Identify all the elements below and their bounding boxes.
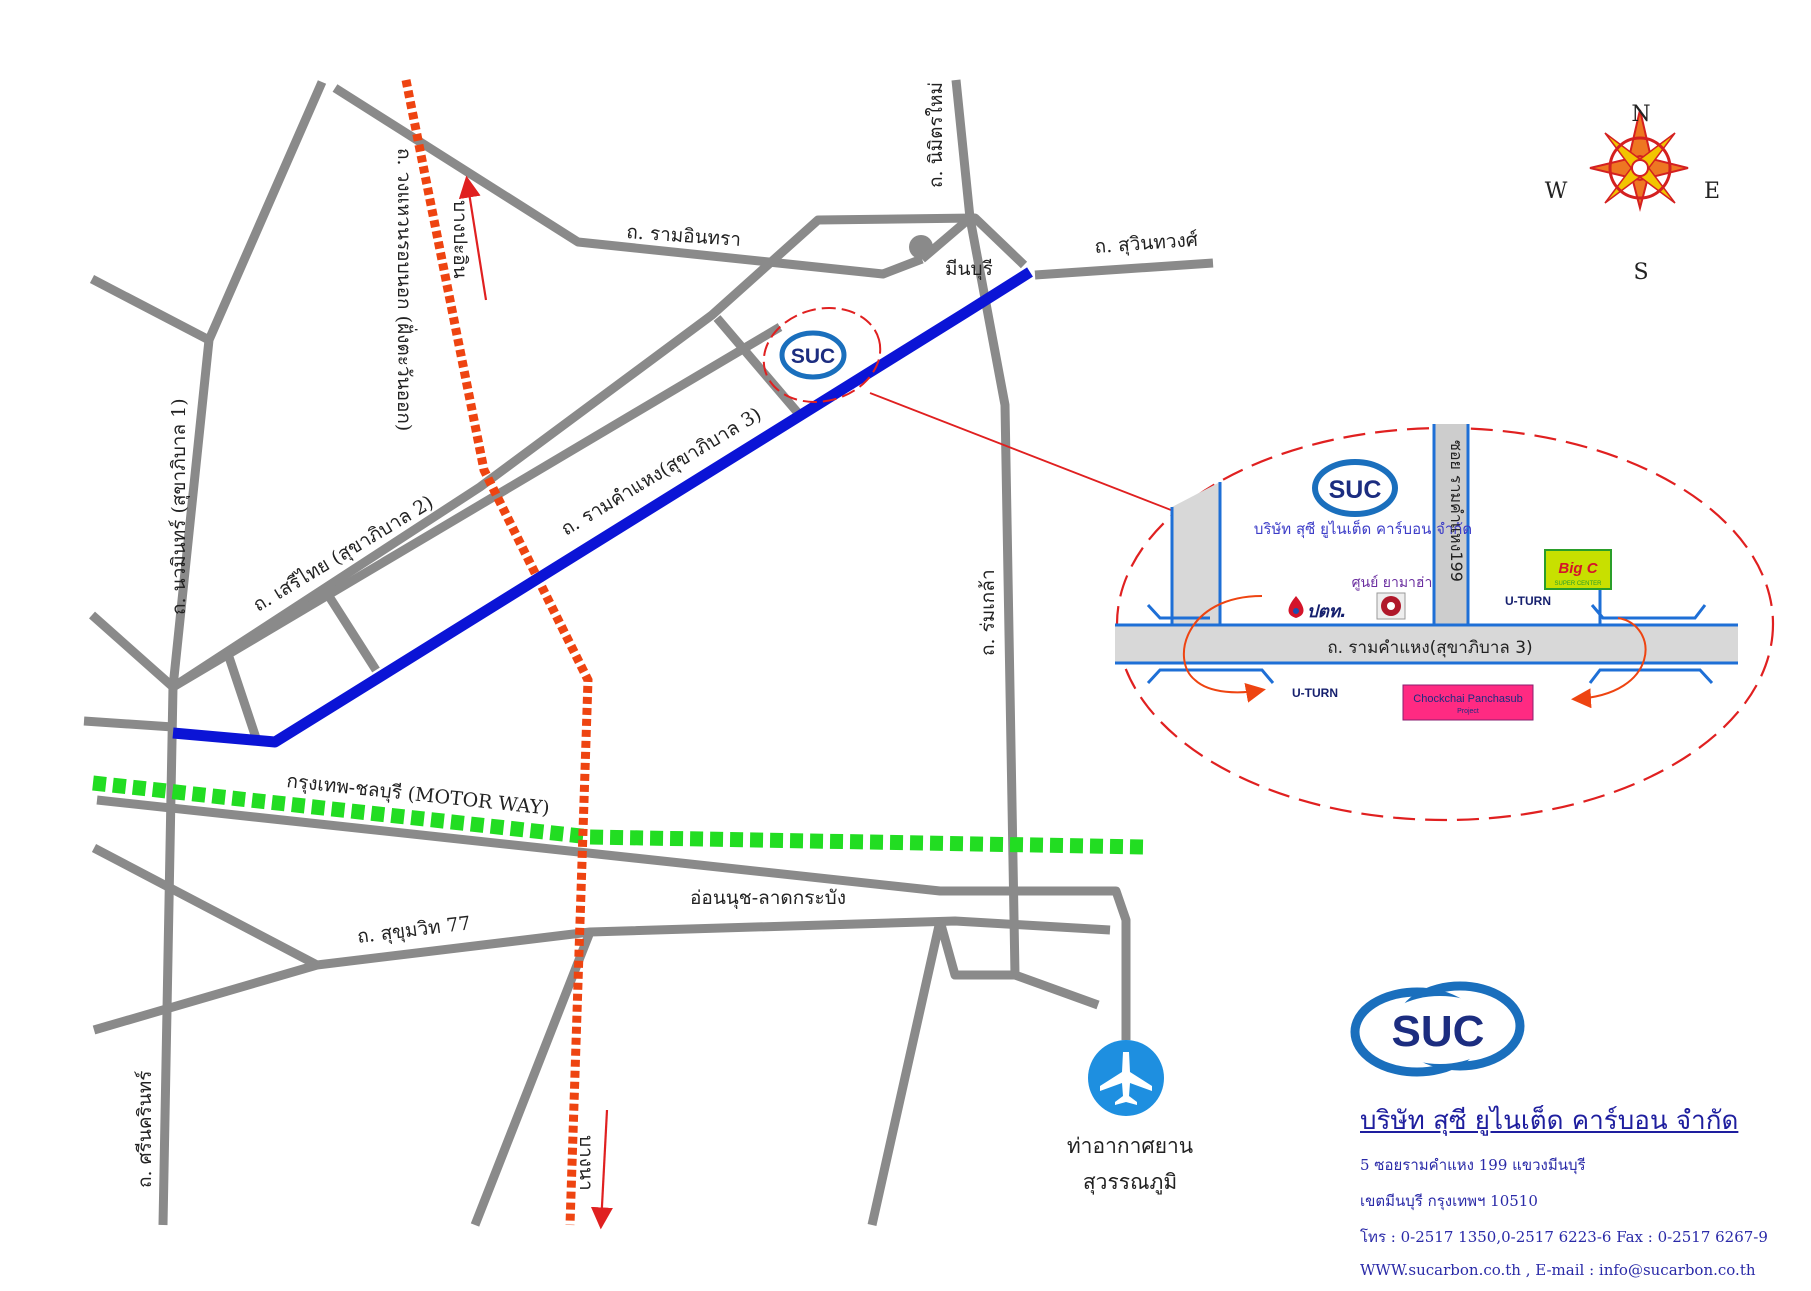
road-sukhumvit77 (91, 844, 1111, 970)
arrow-bang-pa-in (458, 175, 488, 301)
label-bang-pa-in: บางปะอิน (449, 200, 471, 279)
inset-company-label: บริษัท สุซี ยูไนเต็ด คาร์บอน จำกัด (1254, 519, 1472, 539)
label-ramkhamhaeng: ถ. รามคำแหง(สุขาภิบาล 3) (557, 403, 766, 541)
road-south-east (867, 920, 945, 1226)
ptt-station-icon (1288, 596, 1304, 618)
inset-logo: SUC (1312, 459, 1398, 517)
address-line-2: เขตมีนบุรี กรุงเทพฯ 10510 (1360, 1192, 1538, 1210)
label-sukhumvit77: ถ. สุขุมวิท 77 (356, 912, 472, 949)
road-kingkaew (935, 919, 1015, 980)
inset-road-label: ถ. รามคำแหง(สุขาภิบาล 3) (1327, 638, 1532, 658)
project-label: Chockchai Panchasub (1413, 693, 1522, 705)
airport-label-2: สุวรรณภูมิ (1083, 1170, 1177, 1195)
address-line-1: 5 ซอยรามคำแหง 199 แขวงมีนบุรี (1360, 1156, 1586, 1174)
company-logo: SUC (1350, 981, 1525, 1077)
phone-fax: โทร : 0-2517 1350,0-2517 6223-6 Fax : 0-… (1360, 1228, 1768, 1246)
compass-east: E (1704, 179, 1720, 204)
uturn-top-label: U-TURN (1505, 594, 1551, 608)
road-nawamin (158, 80, 327, 1226)
web-email[interactable]: WWW.sucarbon.co.th , E-mail : info@sucar… (1360, 1261, 1756, 1279)
ramkhamhaeng-route (172, 267, 1033, 748)
outer-ring-road (401, 79, 593, 1226)
yamaha-icon (1376, 592, 1406, 620)
road-rom-klao (965, 217, 1100, 1010)
airplane-icon (1100, 1052, 1152, 1105)
inset-main-road (1115, 625, 1738, 663)
label-bang-na: บางนา (575, 1135, 597, 1191)
inset-connector (869, 392, 1172, 511)
road-nawamin-branch (89, 275, 212, 344)
company-name: บริษัท สุซี ยูไนเต็ด คาร์บอน จำกัด (1360, 1106, 1739, 1136)
bigc-sub-label: SUPER CENTER (1554, 581, 1602, 587)
label-nimit-mai: ถ. นิมิตรใหม่ (925, 82, 947, 188)
road-network (83, 79, 1214, 1227)
inset-soi-label: ซอย รามคำแหง199 (1447, 440, 1466, 582)
label-on-nut: อ่อนนุช-ลาดกระบัง (690, 887, 846, 910)
inset-side-road (1172, 482, 1220, 625)
uturn-bottom-label: U-TURN (1292, 686, 1338, 700)
compass-north: N (1631, 102, 1650, 127)
road-on-nut (96, 795, 1131, 1040)
road-seri-thai (170, 323, 783, 691)
bigc-store: Big C SUPER CENTER (1544, 549, 1612, 590)
roundabout (909, 235, 933, 259)
label-outer-ring: ถ. วงแหวนรอบนอก (ฝั่งตะวันออก) (393, 148, 418, 431)
airport-marker[interactable] (1088, 1040, 1164, 1116)
road-connector-a (224, 655, 261, 740)
road-west-stub (83, 716, 174, 732)
road-suwinthawong (1034, 258, 1214, 280)
company-logo-text: SUC (1392, 1007, 1485, 1056)
compass-west: W (1545, 179, 1568, 204)
inset-logo-text: SUC (1329, 476, 1382, 504)
compass-south: S (1633, 260, 1648, 285)
ptt-label: ปตท. (1307, 602, 1347, 622)
road-seri-thai-branch (89, 611, 176, 691)
road-connector-c (713, 315, 802, 416)
label-suwinthawong: ถ. สุวินทวงศ์ (1094, 229, 1199, 259)
map-logo-text: SUC (791, 345, 835, 368)
compass-rose: N S E W (1545, 102, 1720, 285)
label-min-buri: มีนบุรี (945, 258, 993, 281)
bigc-label: Big C (1558, 560, 1598, 577)
road-diag-south (470, 930, 595, 1227)
road-ramkhamhaeng-old (170, 213, 1028, 691)
motorway-route (92, 775, 1146, 855)
yamaha-label: ศูนย์ ยามาฮ่า (1352, 574, 1433, 591)
inset-zoom: SUC บริษัท สุซี ยูไนเต็ด คาร์บอน จำกัด ซ… (1115, 424, 1775, 822)
label-nawamin: ถ. นวมินทร์ (สุขาภิบาล 1) (168, 398, 191, 615)
label-rom-klao: ถ. ร่มเกล้า (977, 569, 999, 656)
road-sukhumvit77-west (92, 960, 319, 1035)
arrow-bang-na (590, 1109, 613, 1230)
road-ram-inthra (332, 84, 924, 279)
project-sub-label: Project (1457, 708, 1479, 715)
label-srinakarin: ถ. ศรีนครินทร์ (134, 1071, 156, 1188)
inset-soi-road (1434, 424, 1468, 625)
suc-location-marker[interactable]: SUC (753, 295, 891, 414)
company-info: บริษัท สุซี ยูไนเต็ด คาร์บอน จำกัด 5 ซอย… (1360, 1100, 1800, 1291)
road-connector-b (321, 587, 380, 673)
label-seri-thai: ถ. เสรีไทย (สุขาภิบาล 2) (249, 491, 438, 617)
project-sign: Chockchai Panchasub Project (1402, 684, 1534, 721)
airport-label-1: ท่าอากาศยาน (1067, 1134, 1193, 1158)
